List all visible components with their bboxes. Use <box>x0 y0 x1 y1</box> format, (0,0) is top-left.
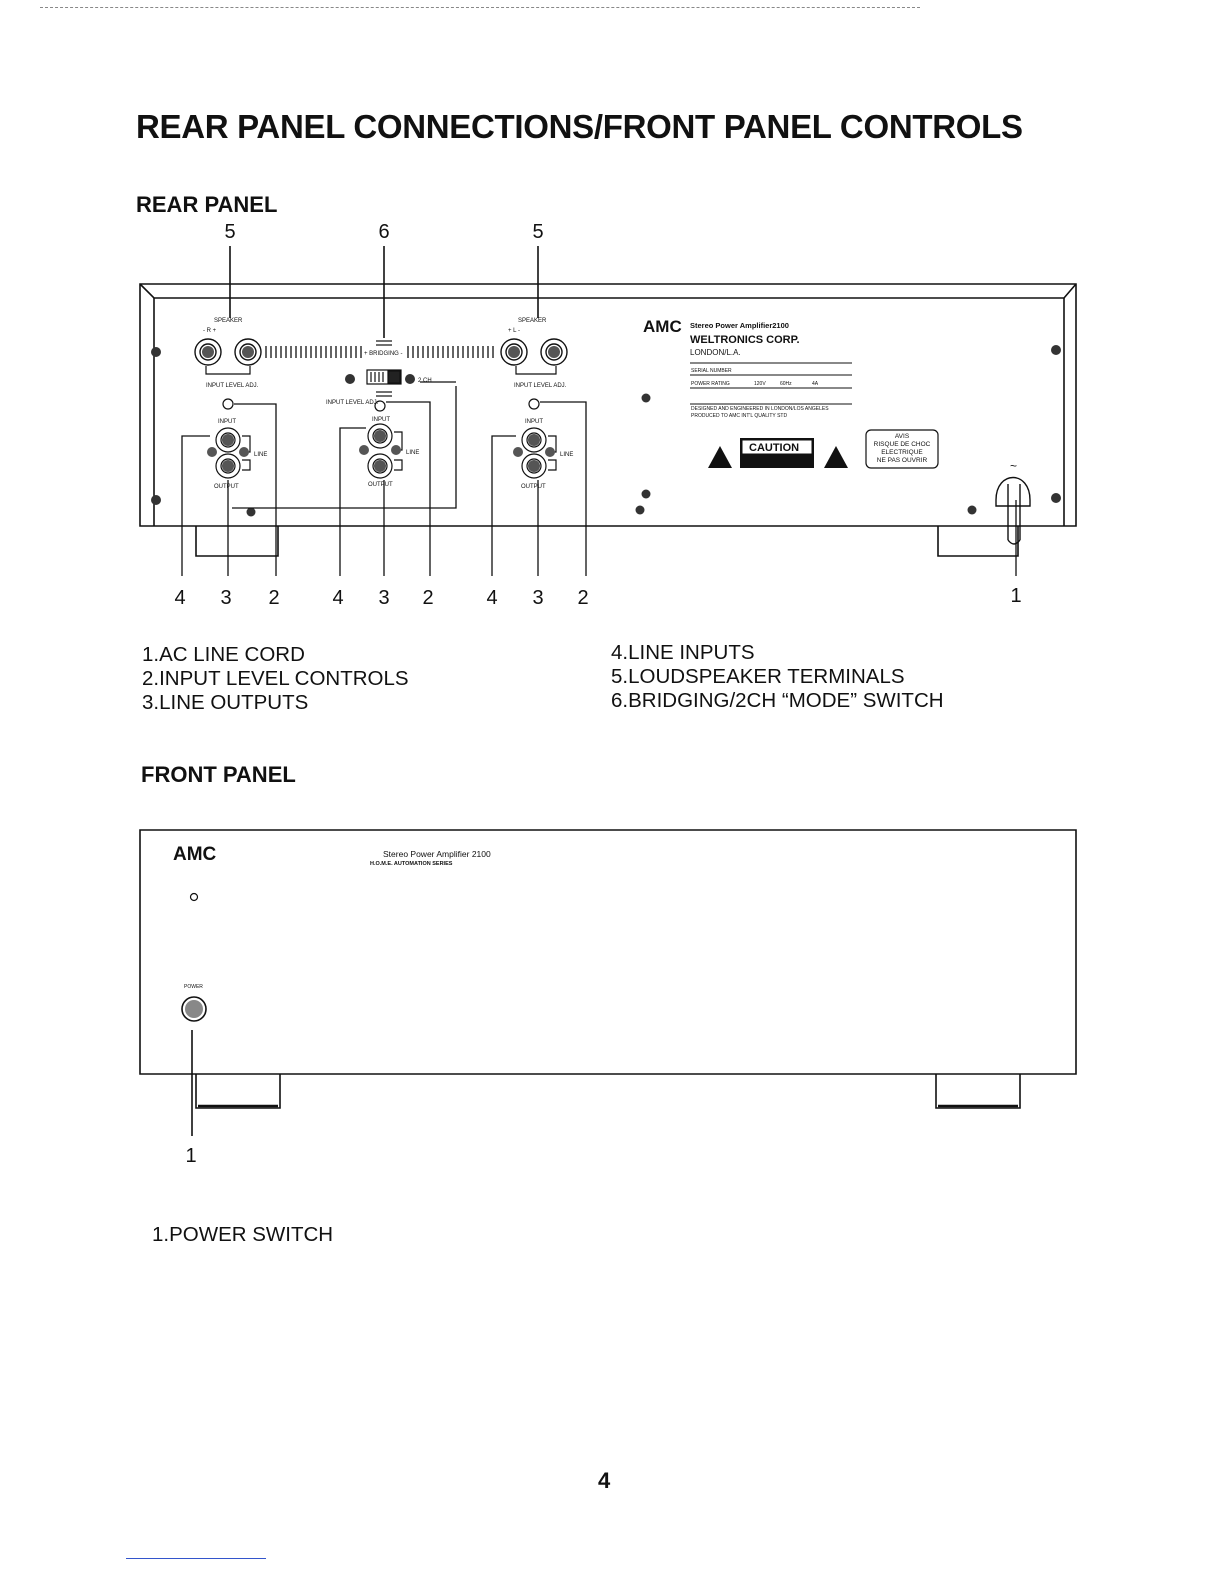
frequency-value: 60Hz <box>780 381 792 387</box>
legend-item: 2.INPUT LEVEL CONTROLS <box>142 667 409 690</box>
power-switch[interactable] <box>181 996 207 1022</box>
line-label-1: LINE <box>254 452 267 458</box>
two-ch-label: 2 CH <box>418 378 432 384</box>
output-label-2: OUTPUT <box>368 482 393 488</box>
produced-text: PRODUCED TO AMC INT'L QUALITY STD <box>691 413 787 419</box>
front-model: Stereo Power Amplifier 2100 <box>383 849 491 859</box>
callout-bottom-4: 4 <box>332 587 343 609</box>
speaker-r-polarity: - R + <box>203 328 217 334</box>
bottom-rule <box>126 1558 266 1559</box>
scan-artifact-line <box>40 7 920 8</box>
voltage-value: 120V <box>754 381 766 387</box>
rear-model: Stereo Power Amplifier2100 <box>690 321 789 330</box>
callout-bottom-5: 3 <box>378 587 389 609</box>
input-label-3: INPUT <box>525 419 543 425</box>
front-callout-1: 1 <box>185 1145 196 1167</box>
legend-item: 5.LOUDSPEAKER TERMINALS <box>611 665 905 688</box>
output-label-1: OUTPUT <box>214 484 239 490</box>
callout-top-1: 5 <box>224 221 235 243</box>
ac-symbol: ~ <box>1010 459 1017 473</box>
legend-item: 6.BRIDGING/2CH “MODE” SWITCH <box>611 689 944 712</box>
warning-line-3: ELECTRIQUE <box>881 449 923 456</box>
callout-top-2: 6 <box>378 221 389 243</box>
callout-bottom-9: 2 <box>577 587 588 609</box>
input-level-label-2: INPUT LEVEL ADJ. <box>326 400 379 406</box>
output-label-3: OUTPUT <box>521 484 546 490</box>
input-label-2: INPUT <box>372 417 390 423</box>
callout-bottom-7: 4 <box>486 587 497 609</box>
input-label-1: INPUT <box>218 419 236 425</box>
callout-bottom-2: 3 <box>220 587 231 609</box>
callout-bottom-6: 2 <box>422 587 433 609</box>
front-series: H.O.M.E. AUTOMATION SERIES <box>370 861 453 867</box>
callout-bottom-8: 3 <box>532 587 543 609</box>
front-brand: AMC <box>173 844 217 865</box>
power-label: POWER <box>184 984 203 990</box>
page-number: 4 <box>598 1468 611 1493</box>
speaker-r-label: SPEAKER <box>214 318 243 324</box>
legend-item: 3.LINE OUTPUTS <box>142 691 309 714</box>
input-level-label-1: INPUT LEVEL ADJ. <box>206 383 259 389</box>
front-panel-heading: FRONT PANEL <box>141 762 296 787</box>
serial-number-label: SERIAL NUMBER <box>691 368 732 374</box>
front-legend: 1.POWER SWITCH <box>152 1223 333 1247</box>
page-title: REAR PANEL CONNECTIONS/FRONT PANEL CONTR… <box>136 108 1023 145</box>
rear-location: LONDON/L.A. <box>690 348 741 357</box>
current-value: 4A <box>812 381 819 387</box>
warning-line-4: NE PAS OUVRIR <box>877 457 928 464</box>
bridging-label: + BRIDGING - <box>364 351 403 357</box>
speaker-l-polarity: + L - <box>508 328 520 334</box>
legend-item: 4.LINE INPUTS <box>611 641 755 664</box>
rear-panel-heading: REAR PANEL <box>136 192 278 217</box>
rear-company: WELTRONICS CORP. <box>690 334 800 346</box>
warning-line-2: RISQUE DE CHOC <box>874 441 931 448</box>
callout-bottom-10: 1 <box>1010 585 1021 607</box>
rear-legend-left: 1.AC LINE CORD 2.INPUT LEVEL CONTROLS 3.… <box>142 643 409 715</box>
callout-bottom-1: 4 <box>174 587 185 609</box>
callout-bottom-3: 2 <box>268 587 279 609</box>
warning-line-1: AVIS <box>895 433 910 440</box>
designed-text: DESIGNED AND ENGINEERED IN LONDON/LOS AN… <box>691 406 829 412</box>
line-label-3: LINE <box>560 452 573 458</box>
legend-item: 1.AC LINE CORD <box>142 643 305 666</box>
callout-top-3: 5 <box>532 221 543 243</box>
caution-label: CAUTION <box>749 442 799 454</box>
rear-brand: AMC <box>643 317 682 336</box>
input-level-label-3: INPUT LEVEL ADJ. <box>514 383 567 389</box>
line-label-2: LINE <box>406 450 419 456</box>
speaker-l-label: SPEAKER <box>518 318 547 324</box>
power-rating-label: POWER RATING <box>691 381 730 387</box>
power-led <box>189 892 199 902</box>
rear-legend-right: 4.LINE INPUTS 5.LOUDSPEAKER TERMINALS 6.… <box>611 641 944 713</box>
legend-item: 1.POWER SWITCH <box>152 1223 334 1246</box>
front-panel-diagram: AMC Stereo Power Amplifier 2100 H.O.M.E.… <box>139 829 1077 1167</box>
rear-panel-diagram: SPEAKER - R + SPEAKER + L - + BRIDGING -… <box>139 221 1077 609</box>
